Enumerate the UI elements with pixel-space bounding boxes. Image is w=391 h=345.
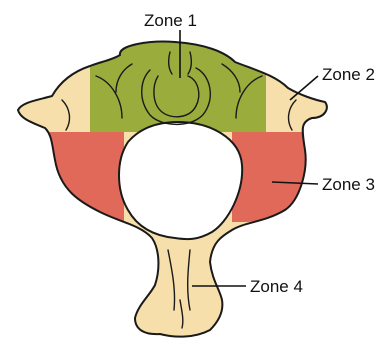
vertebral-foramen [119,122,242,239]
zone-1-label: Zone 1 [144,11,197,30]
zone-4-label: Zone 4 [250,277,303,296]
zone-red-region-right [232,132,320,222]
zone-3-label: Zone 3 [322,175,375,194]
zone-2-label: Zone 2 [322,65,375,84]
